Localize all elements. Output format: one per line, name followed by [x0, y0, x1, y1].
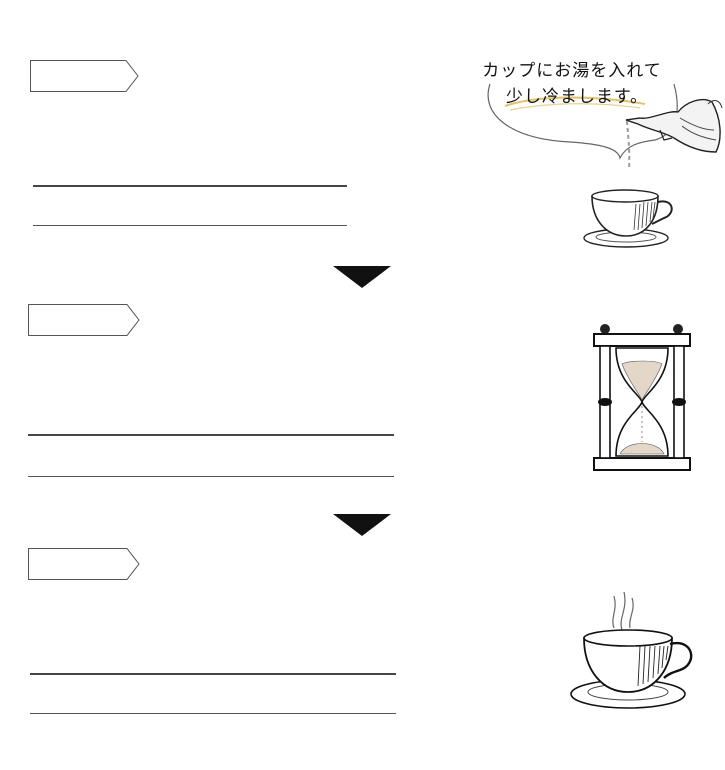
steaming-teacup-icon — [570, 591, 693, 709]
step-3-rule-top — [30, 673, 396, 675]
step-1-tag — [30, 60, 139, 92]
down-arrow-icon — [333, 266, 391, 288]
step-3-tag — [28, 548, 140, 580]
step-1-rule-top — [33, 185, 347, 187]
step-3-rule-bottom — [30, 713, 396, 714]
bubble-line-2: 少し冷まします。 — [505, 87, 649, 107]
step-2-rule-top — [28, 434, 394, 436]
step-1-rule-bottom — [33, 225, 347, 226]
teacup-icon — [583, 189, 673, 248]
step-2-tag — [28, 304, 140, 336]
kettle-pouring-icon — [625, 98, 723, 170]
down-arrow-icon — [333, 514, 391, 536]
bubble-line-1: カップにお湯を入れて — [482, 61, 662, 81]
bubble-text: カップにお湯を入れて 少し冷まします。 — [472, 58, 672, 110]
step-2-rule-bottom — [28, 476, 394, 477]
hourglass-icon — [593, 324, 691, 471]
